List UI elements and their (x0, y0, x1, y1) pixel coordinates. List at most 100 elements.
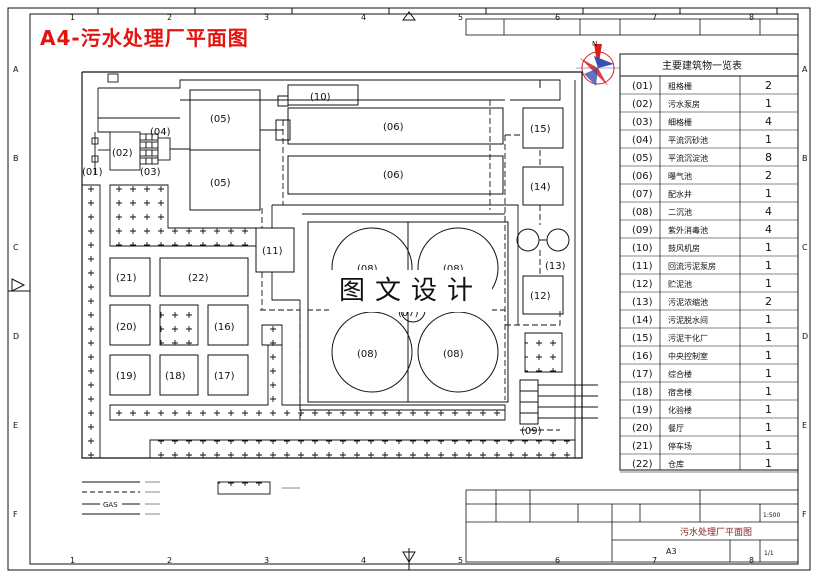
schedule-cell-name: 污泥脱水间 (668, 315, 708, 325)
schedule-cell-name: 回流污泥泵房 (668, 261, 716, 271)
schedule-cell-qty: 4 (765, 115, 772, 128)
schedule-cell-qty: 1 (765, 367, 772, 380)
schedule-cell-qty: 1 (765, 457, 772, 470)
schedule-cell-name: 配水井 (668, 189, 692, 199)
label-unit-06a: (06) (383, 122, 404, 133)
schedule-cell-qty: 4 (765, 223, 772, 236)
schedule-cell-no: (20) (632, 423, 653, 434)
warehouse (159, 257, 249, 297)
column-marker: 4 (361, 13, 366, 22)
schedule-cell-qty: 1 (765, 349, 772, 362)
green-areas (81, 184, 576, 495)
schedule-cell-name: 污水泵房 (668, 99, 700, 109)
schedule-cell-name: 贮泥池 (668, 279, 692, 289)
schedule-cell-qty: 1 (765, 403, 772, 416)
schedule-cell-qty: 1 (765, 385, 772, 398)
column-marker: 3 (264, 556, 269, 565)
title-block-sheet-size: A3 (666, 547, 677, 556)
schedule-cell-qty: 1 (765, 439, 772, 452)
label-unit-20: (20) (116, 322, 137, 333)
row-marker: C (802, 243, 808, 252)
legend-gas-label: GAS (103, 501, 118, 509)
column-marker: 2 (167, 556, 172, 565)
schedule-cell-qty: 1 (765, 277, 772, 290)
column-marker: 5 (458, 13, 463, 22)
label-unit-08d: (08) (443, 349, 464, 360)
title-block-drawing-name: 污水处理厂平面图 (680, 526, 752, 538)
row-marker: E (802, 421, 807, 430)
schedule-cell-name: 中央控制室 (668, 351, 708, 361)
schedule-cell-no: (02) (632, 99, 653, 110)
sludge-treatment-line (516, 80, 570, 315)
label-unit-13: (13) (545, 261, 566, 272)
schedule-cell-no: (12) (632, 279, 653, 290)
north-arrow-icon (576, 44, 620, 86)
pipelines-dashed (260, 100, 561, 431)
column-marker: 1 (70, 556, 75, 565)
watermark-text: 图文设计 (330, 270, 492, 312)
row-marker: C (13, 243, 19, 252)
schedule-cell-name: 二沉池 (668, 207, 692, 217)
schedule-cell-no: (15) (632, 333, 653, 344)
column-marker: 4 (361, 556, 366, 565)
schedule-cell-name: 污泥浓缩池 (668, 297, 708, 307)
schedule-cell-no: (18) (632, 387, 653, 398)
schedule-cell-no: (04) (632, 135, 653, 146)
column-marker: 6 (555, 556, 560, 565)
schedule-cell-no: (09) (632, 225, 653, 236)
label-unit-06b: (06) (383, 170, 404, 181)
schedule-cell-no: (03) (632, 117, 653, 128)
compass-north-label: N (592, 40, 597, 48)
row-marker: B (13, 154, 19, 163)
office-building (207, 354, 249, 396)
row-marker: D (802, 332, 808, 341)
schedule-title: 主要建筑物一览表 (662, 59, 742, 72)
label-unit-11: (11) (262, 246, 283, 257)
title-block-scale: 1:500 (763, 512, 780, 519)
schedule-cell-name: 平流沉砂池 (668, 135, 708, 145)
label-unit-10: (10) (310, 92, 331, 103)
label-unit-17: (17) (214, 371, 235, 382)
label-unit-03: (03) (140, 167, 161, 178)
row-marker: E (13, 421, 18, 430)
unit-labels: (01) (02) (03) (04) (05) (05) (06) (06) … (82, 92, 566, 437)
column-marker: 2 (167, 13, 172, 22)
schedule-cell-no: (06) (632, 171, 653, 182)
label-unit-01: (01) (82, 167, 103, 178)
row-marker: F (802, 510, 807, 519)
schedule-cell-name: 曝气池 (668, 171, 692, 181)
label-unit-19: (19) (116, 371, 137, 382)
column-marker: 1 (70, 13, 75, 22)
central-control-room (207, 304, 249, 346)
label-unit-08c: (08) (357, 349, 378, 360)
label-unit-08b: (08) (443, 264, 464, 275)
schedule-cell-qty: 2 (765, 295, 772, 308)
row-marker: B (802, 154, 808, 163)
schedule-cell-name: 紫外消毒池 (668, 225, 708, 235)
label-unit-21: (21) (116, 273, 137, 284)
schedule-cell-qty: 1 (765, 97, 772, 110)
schedule-cell-name: 污泥干化厂 (668, 333, 708, 343)
schedule-cell-no: (22) (632, 459, 653, 470)
label-unit-12: (12) (530, 291, 551, 302)
schedule-cell-name: 综合楼 (668, 369, 692, 379)
label-unit-04: (04) (150, 127, 171, 138)
row-marker: F (13, 510, 18, 519)
schedule-cell-qty: 1 (765, 421, 772, 434)
schedule-cell-qty: 4 (765, 205, 772, 218)
row-marker: A (802, 65, 808, 74)
label-unit-22: (22) (188, 273, 209, 284)
label-unit-08a: (08) (357, 264, 378, 275)
label-unit-16: (16) (214, 322, 235, 333)
uv-disinfection-channel (519, 379, 598, 425)
schedule-cell-no: (11) (632, 261, 653, 272)
return-sludge-pump-house (255, 227, 295, 273)
schedule-cell-name: 粗格栅 (668, 81, 692, 91)
centering-marks (8, 11, 416, 570)
label-unit-15: (15) (530, 124, 551, 135)
column-marker: 8 (749, 13, 754, 22)
schedule-cell-qty: 1 (765, 241, 772, 254)
